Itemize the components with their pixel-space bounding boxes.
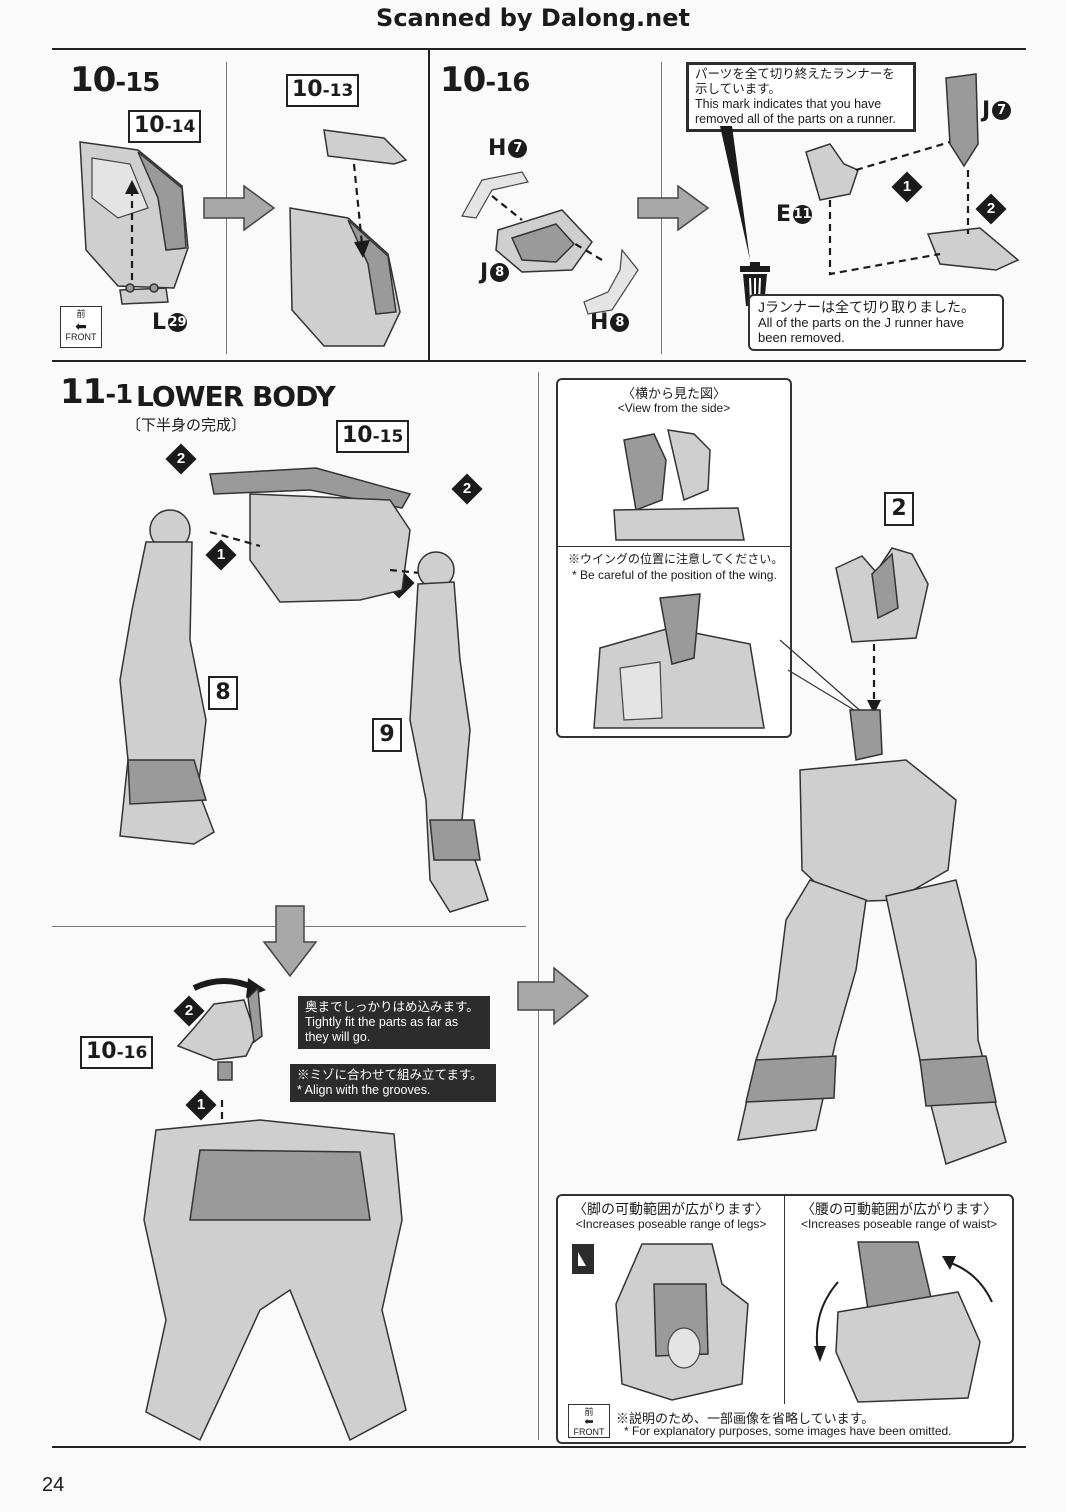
completed-lower-body-illustration <box>737 709 1007 1165</box>
pointer-line <box>720 126 750 260</box>
step-title: LOWER BODY <box>136 380 336 413</box>
step-11-1-number: 11-1 <box>60 372 133 412</box>
ref-box-8: 8 <box>208 676 238 710</box>
lower-body-illustration <box>143 1100 407 1442</box>
scan-credit: Scanned by Dalong.net <box>376 4 690 32</box>
step-arrow-down <box>262 905 318 978</box>
side-view-title-jp: 〈横から見た図〉 <box>621 386 726 401</box>
wing-caution-en: * Be careful of the position of the wing… <box>572 568 777 582</box>
front-icon: 前 ⬅ FRONT <box>60 306 102 348</box>
waist-range-title: 〈腰の可動範囲が広がります〉 <Increases poseable range… <box>800 1201 998 1232</box>
ref-box-2: 2 <box>884 492 914 526</box>
omitted-note-en: * For explanatory purposes, some images … <box>624 1424 952 1438</box>
legs-range-illustration <box>572 1243 749 1401</box>
upper-part-illustration <box>835 547 929 643</box>
ref-10-13: 10-13 <box>286 74 360 107</box>
step-title-jp: 〔下半身の完成〕 <box>126 417 247 434</box>
wing-detail-illustration <box>593 593 765 729</box>
front-icon: 前 ⬅ FRONT <box>568 1404 610 1438</box>
section-divider <box>52 360 1026 362</box>
waist-range-illustration <box>814 1241 993 1403</box>
hip-joint-illustration <box>461 171 639 315</box>
page-number: 24 <box>42 1474 65 1496</box>
step-arrow-right <box>203 184 276 232</box>
step-arrow-right <box>517 966 590 1026</box>
legs-and-waist-illustration <box>119 467 489 913</box>
callout-pointer <box>779 639 865 717</box>
side-view-illustration <box>613 429 745 541</box>
assembly-arrow <box>867 644 881 714</box>
order-badge-2: 2 <box>975 193 1007 225</box>
runner-mark-note: パーツを全て切り終えたランナーを示しています。 This mark indica… <box>686 62 916 132</box>
step-arrow-right <box>637 184 710 232</box>
legs-range-title: 〈脚の可動範囲が広がります〉 <Increases poseable range… <box>573 1201 769 1232</box>
ref-10-14: 10-14 <box>128 110 202 143</box>
part-l29-illustration <box>119 283 169 305</box>
side-view-title-en: <View from the side> <box>617 401 731 415</box>
wing-caution-jp: ※ウイングの位置に注意してください。 <box>568 552 784 566</box>
top-border <box>52 48 1026 50</box>
ref-10-16: 10-16 <box>80 1036 154 1069</box>
step-10-15-number: 10-15 <box>70 60 160 100</box>
assembly-arrow <box>125 180 139 280</box>
groove-note: ※ミゾに合わせて組み立てます。 * Align with the grooves… <box>290 1064 496 1102</box>
column-divider <box>428 48 430 362</box>
pose-range-panel: 〈脚の可動範囲が広がります〉 <Increases poseable range… <box>556 1194 1014 1444</box>
hip-block-illustration <box>176 978 266 1081</box>
column-divider <box>538 372 539 1440</box>
runner-done-note: Jランナーは全て切り取りました。 All of the parts on the… <box>748 294 1004 351</box>
bottom-border <box>52 1446 1026 1448</box>
ref-10-15: 10-15 <box>336 420 410 453</box>
step-10-16-number: 10-16 <box>440 60 530 100</box>
waist-assembled-illustration <box>289 129 408 347</box>
order-badge-1: 1 <box>891 171 923 203</box>
side-view-panel: 〈横から見た図〉 <View from the side> ※ウイングの位置に注… <box>556 378 792 738</box>
ref-box-9: 9 <box>372 718 402 752</box>
omitted-note-jp: ※説明のため、一部画像を省略しています。 <box>616 1411 875 1426</box>
hip-block-illustration <box>805 73 1020 276</box>
waist-part-illustration <box>79 141 189 289</box>
fit-note: 奥までしっかりはめ込みます。 Tightly fit the parts as … <box>298 996 490 1049</box>
